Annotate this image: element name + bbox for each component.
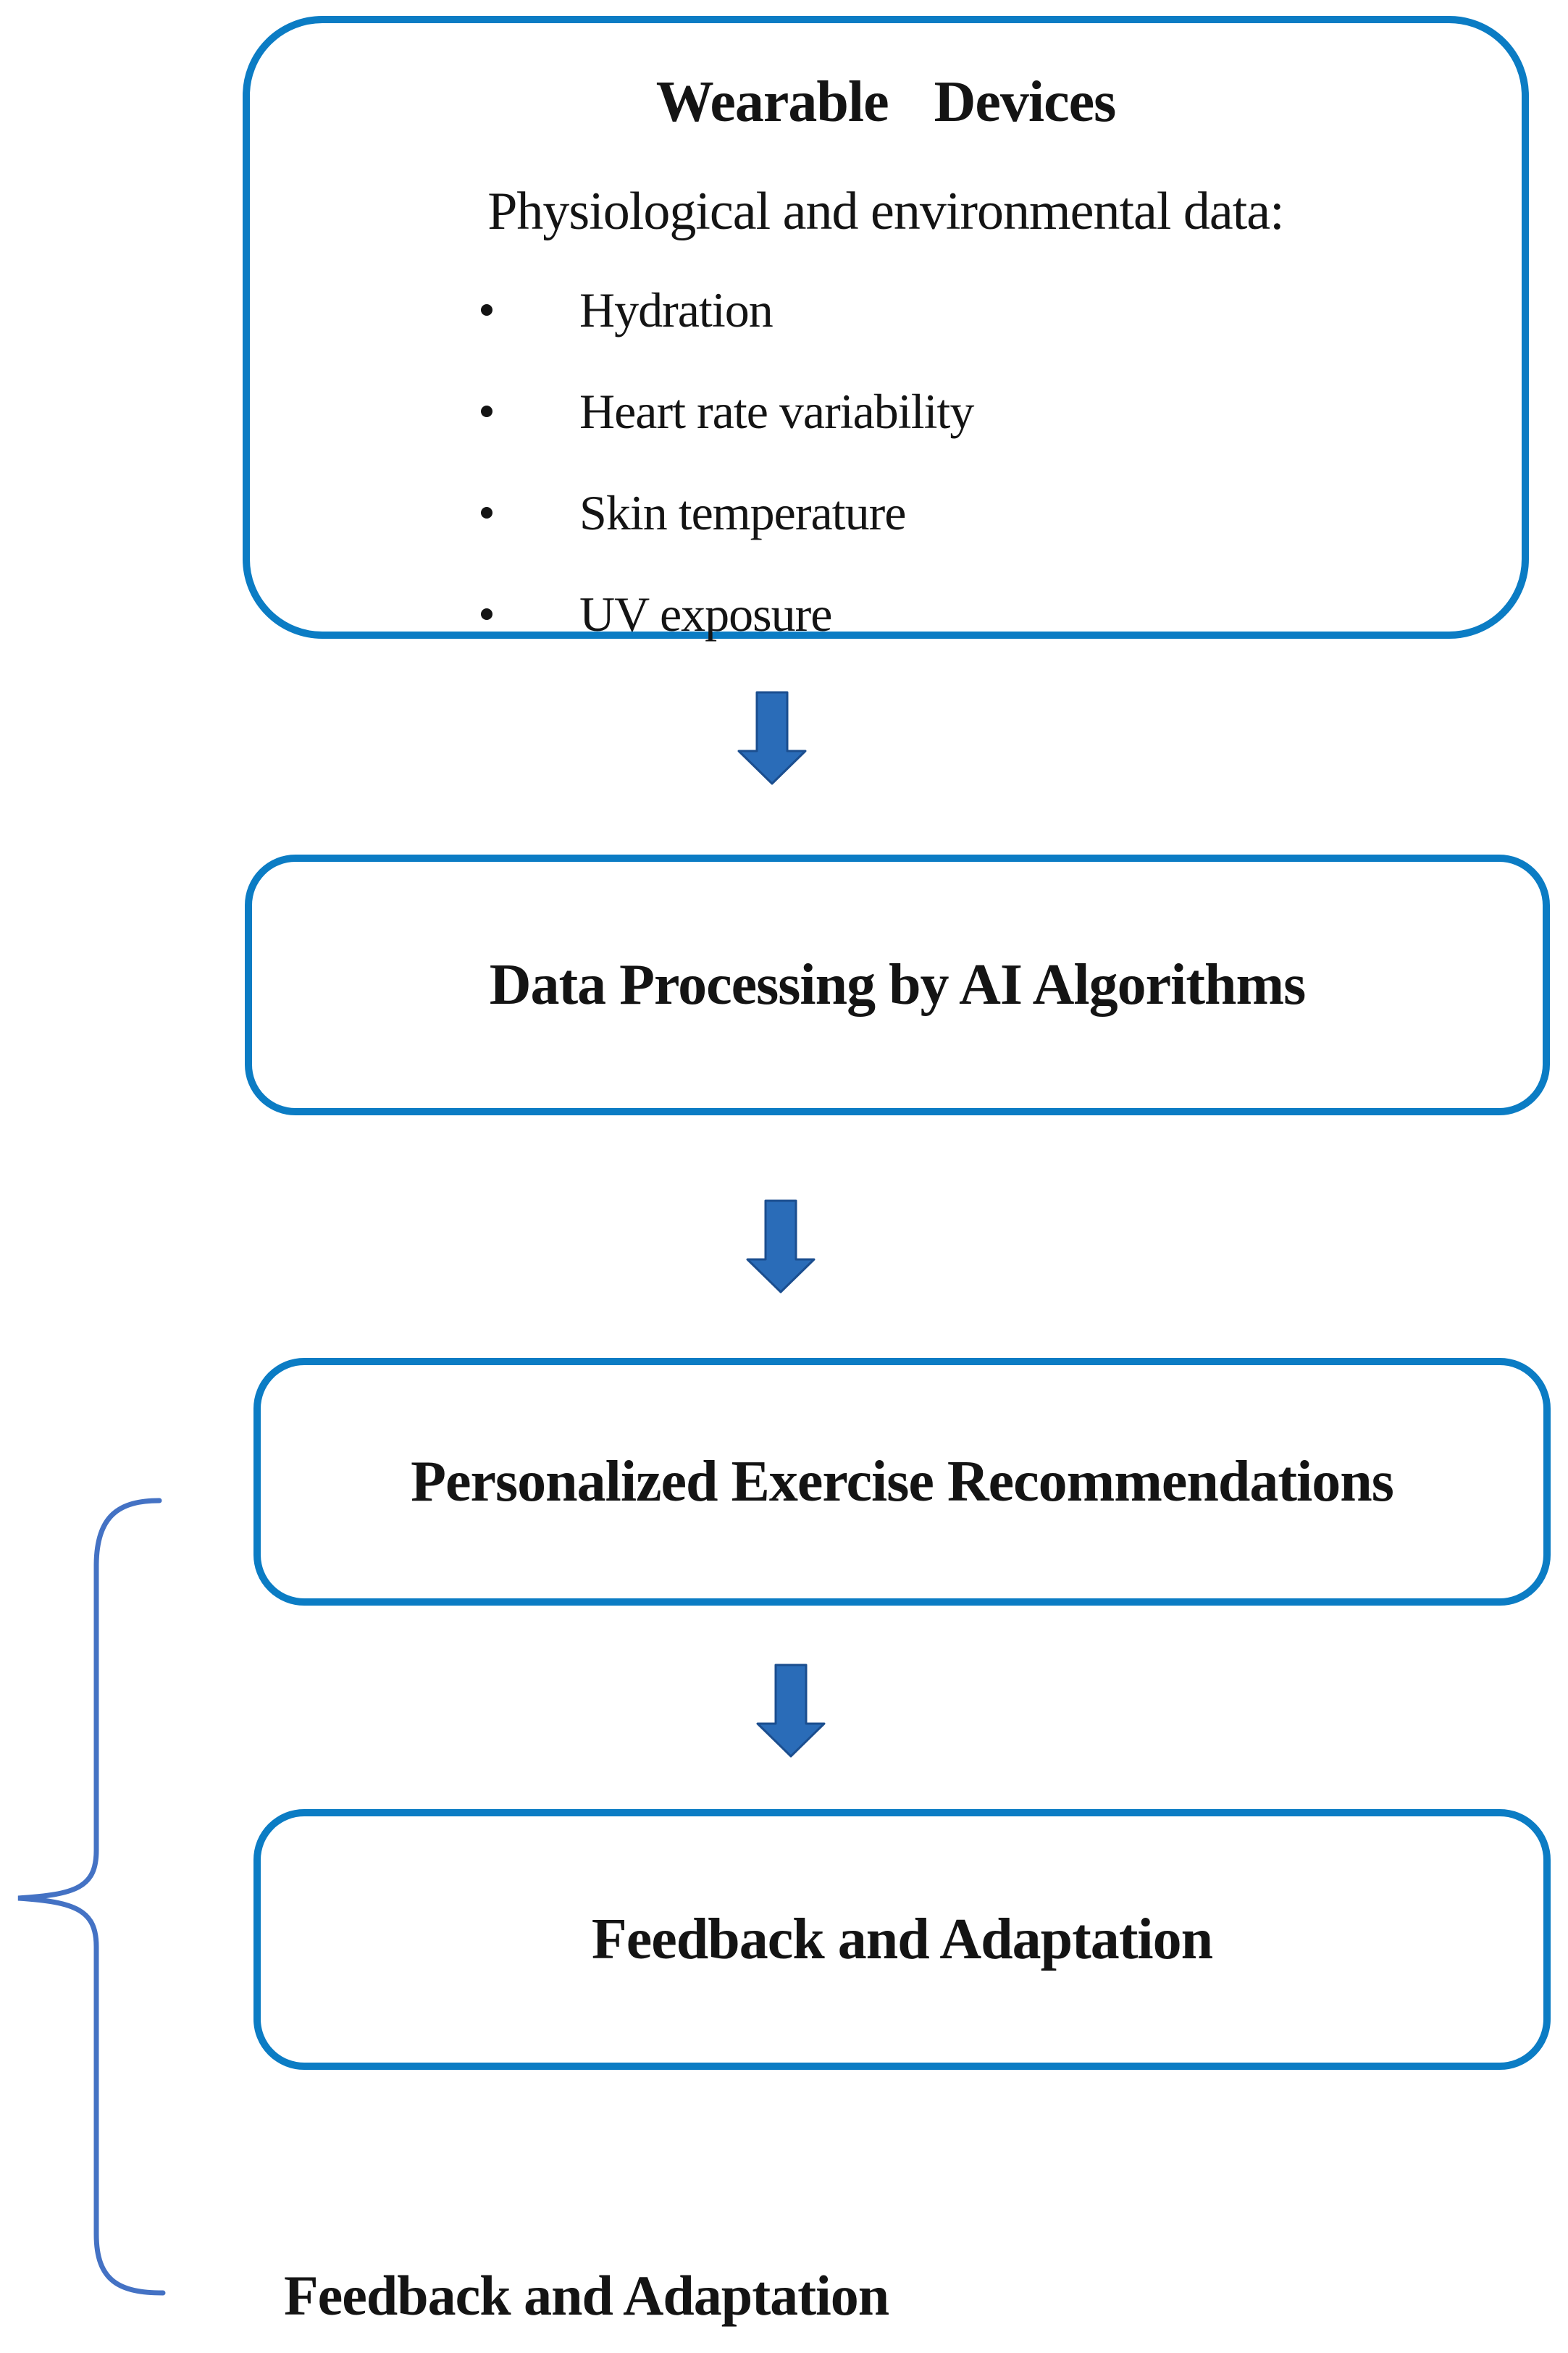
bullet-label: Skin temperature xyxy=(579,485,906,540)
node-personalized-recommendations: Personalized Exercise Recommendations xyxy=(253,1358,1551,1606)
node-label: Personalized Exercise Recommendations xyxy=(411,1450,1394,1514)
bullet-item: Hydration xyxy=(250,259,1522,361)
bullet-dot-icon xyxy=(481,304,492,316)
node-wearable-devices: Wearable Devices Physiological and envir… xyxy=(243,16,1529,641)
node-feedback-adaptation: Feedback and Adaptation xyxy=(253,1809,1551,2070)
bullet-label: Hydration xyxy=(579,282,773,337)
bullet-dot-icon xyxy=(481,608,492,620)
bullet-label: UV exposure xyxy=(579,586,832,642)
bullet-item: Skin temperature xyxy=(250,462,1522,563)
bullet-list: Hydration Heart rate variability Skin te… xyxy=(250,259,1522,665)
bullet-item: UV exposure xyxy=(250,563,1522,665)
node-title: Wearable Devices xyxy=(655,70,1116,134)
node-label: Feedback and Adaptation xyxy=(591,1908,1213,1971)
left-curly-brace-icon xyxy=(17,1498,166,2296)
bullet-item: Heart rate variability xyxy=(250,361,1522,462)
bullet-dot-icon xyxy=(481,507,492,519)
down-arrow-icon xyxy=(756,1664,826,1758)
down-arrow-icon xyxy=(746,1199,816,1293)
node-subtitle: Physiological and environmental data: xyxy=(487,182,1284,241)
bullet-label: Heart rate variability xyxy=(579,383,974,439)
node-label: Data Processing by AI Algorithms xyxy=(489,953,1307,1017)
bullet-dot-icon xyxy=(481,406,492,417)
down-arrow-icon xyxy=(737,691,807,785)
brace-caption: Feedback and Adaptation xyxy=(284,2264,889,2327)
node-data-processing: Data Processing by AI Algorithms xyxy=(245,855,1550,1115)
